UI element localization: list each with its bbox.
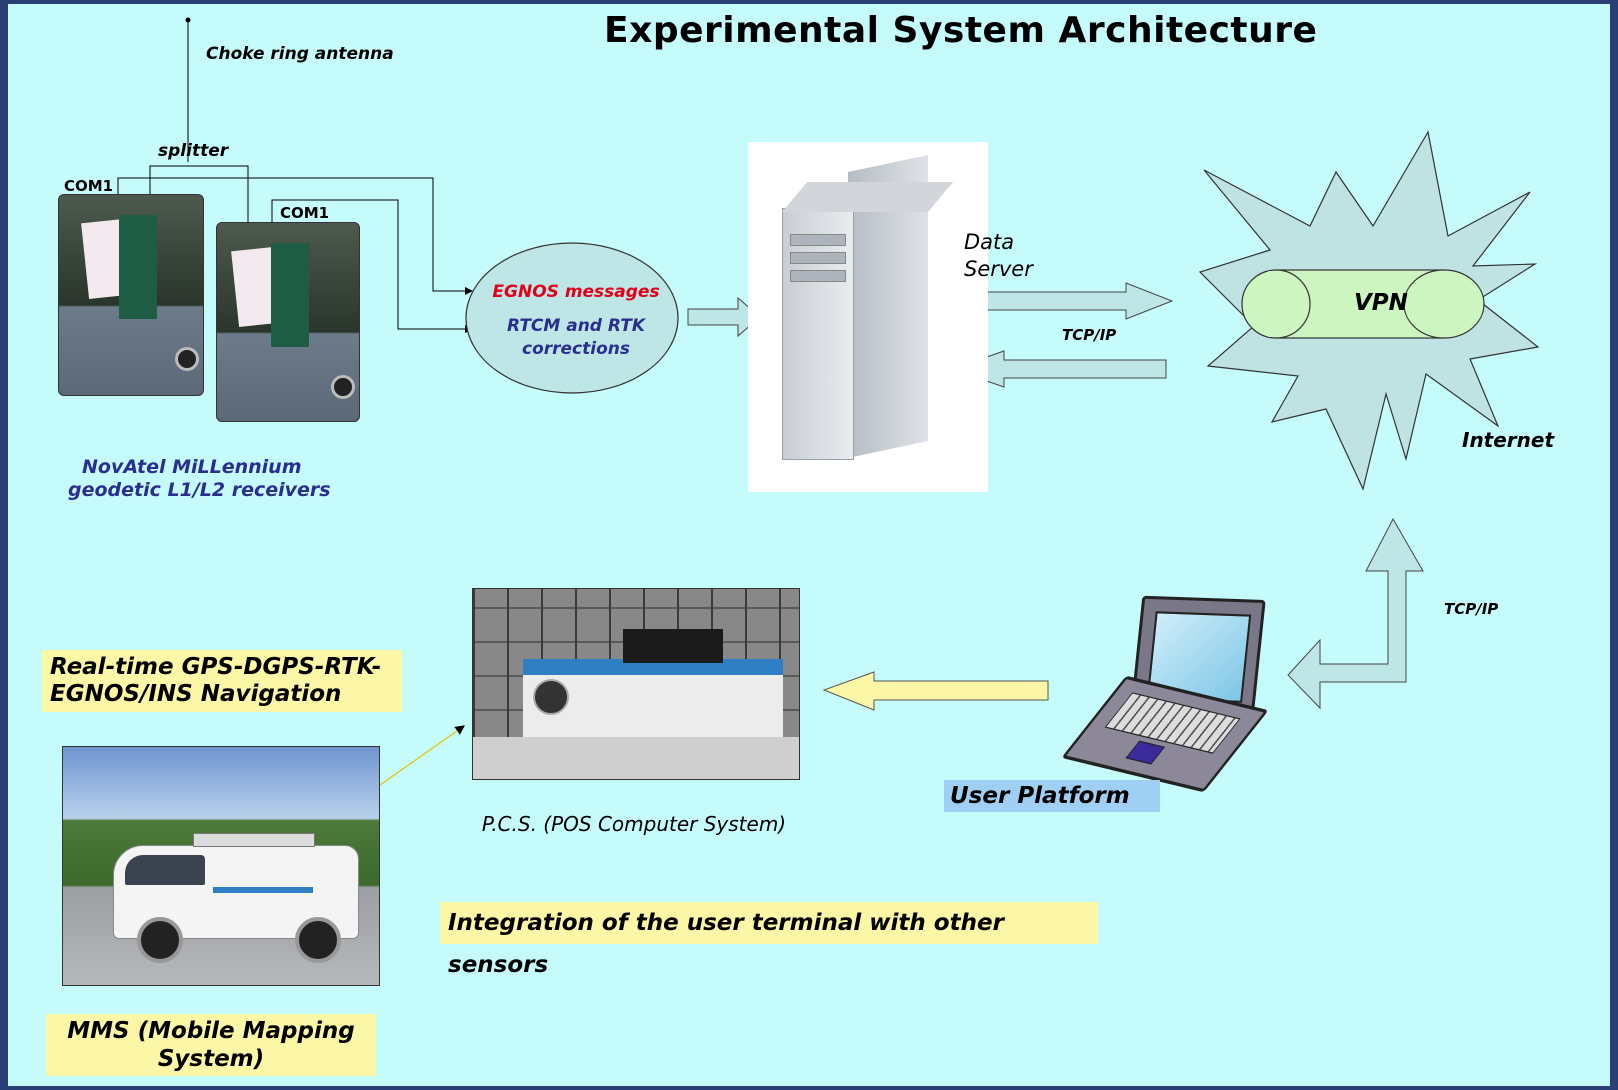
slide: Experimental System Architecture Choke r… <box>8 4 1610 1086</box>
pcs-shelf <box>473 737 799 779</box>
rtcm-rtk-label: RTCM and RTK <box>507 316 645 336</box>
receiver-left-stripe <box>119 215 157 319</box>
mms-line2: System) <box>157 1046 265 1072</box>
server-drive-bay-1 <box>790 234 846 246</box>
laptop-touchpad <box>1125 740 1166 765</box>
corrections-label: corrections <box>522 339 630 359</box>
receiver-right-image <box>216 222 360 422</box>
com1-right-connector <box>271 199 473 333</box>
server-tower-top <box>782 182 954 212</box>
com1-left-label: COM1 <box>64 177 114 195</box>
page-title: Experimental System Architecture <box>604 10 1318 51</box>
tcpip-top-label: TCP/IP <box>1062 326 1117 344</box>
pcs-label: P.C.S. (POS Computer System) <box>481 812 787 836</box>
realtime-line1: Real-time GPS-DGPS-RTK- <box>50 654 382 680</box>
data-server-label-line2: Server <box>964 257 1033 281</box>
mms-van-image <box>62 746 380 986</box>
com1-left-connector <box>117 177 473 295</box>
server-drive-bay-2 <box>790 252 846 264</box>
arrow-server-to-internet <box>975 282 1174 320</box>
mms-note: MMS (Mobile Mapping System) <box>46 1014 376 1076</box>
vpn-label: VPN <box>1354 290 1408 316</box>
tcpip-right-label: TCP/IP <box>1444 600 1499 618</box>
arrow-internet-to-laptop <box>1287 517 1424 710</box>
pcs-fan-icon <box>533 679 569 715</box>
com1-right-label: COM1 <box>280 204 330 222</box>
server-drive-bay-3 <box>790 270 846 282</box>
arrow-to-pcs <box>822 671 1049 711</box>
egnos-ellipse <box>465 242 679 394</box>
egnos-messages-label: EGNOS messages <box>492 282 660 302</box>
van-windshield <box>125 855 205 885</box>
splitter-label: splitter <box>158 141 229 161</box>
receiver-right-connector-icon <box>331 375 355 399</box>
server-tower-front <box>782 208 854 460</box>
vpn-cylinder <box>1241 269 1485 339</box>
van-rear-wheel <box>295 917 341 963</box>
receiver-left-image <box>58 194 204 396</box>
receiver-right-stripe <box>271 243 309 347</box>
van-stripe <box>213 887 313 893</box>
laptop-keyboard <box>1104 692 1241 754</box>
splitter-lines <box>149 165 249 222</box>
diagram-graphics <box>117 17 1540 859</box>
pcs-image <box>472 588 800 780</box>
van-roof-sensors <box>193 833 315 847</box>
realtime-note: Real-time GPS-DGPS-RTK- EGNOS/INS Naviga… <box>42 650 402 712</box>
laptop-icon <box>1061 592 1276 793</box>
user-platform-label: User Platform <box>944 780 1160 812</box>
realtime-line2: EGNOS/INS Navigation <box>50 681 342 707</box>
data-server-label-line1: Data <box>964 230 1015 254</box>
mms-line1: MMS (Mobile Mapping <box>67 1018 355 1044</box>
receiver-left-connector-icon <box>175 347 199 371</box>
pcs-top-device <box>623 629 723 663</box>
receivers-label-line1: NovAtel MiLLennium <box>82 456 302 478</box>
data-server-image <box>748 142 988 492</box>
van-front-wheel <box>137 917 183 963</box>
integration-label: Integration of the user terminal with ot… <box>440 902 1098 978</box>
antenna-label: Choke ring antenna <box>206 44 394 64</box>
internet-label: Internet <box>1462 428 1555 452</box>
receivers-label-line2: geodetic L1/L2 receivers <box>68 479 331 501</box>
